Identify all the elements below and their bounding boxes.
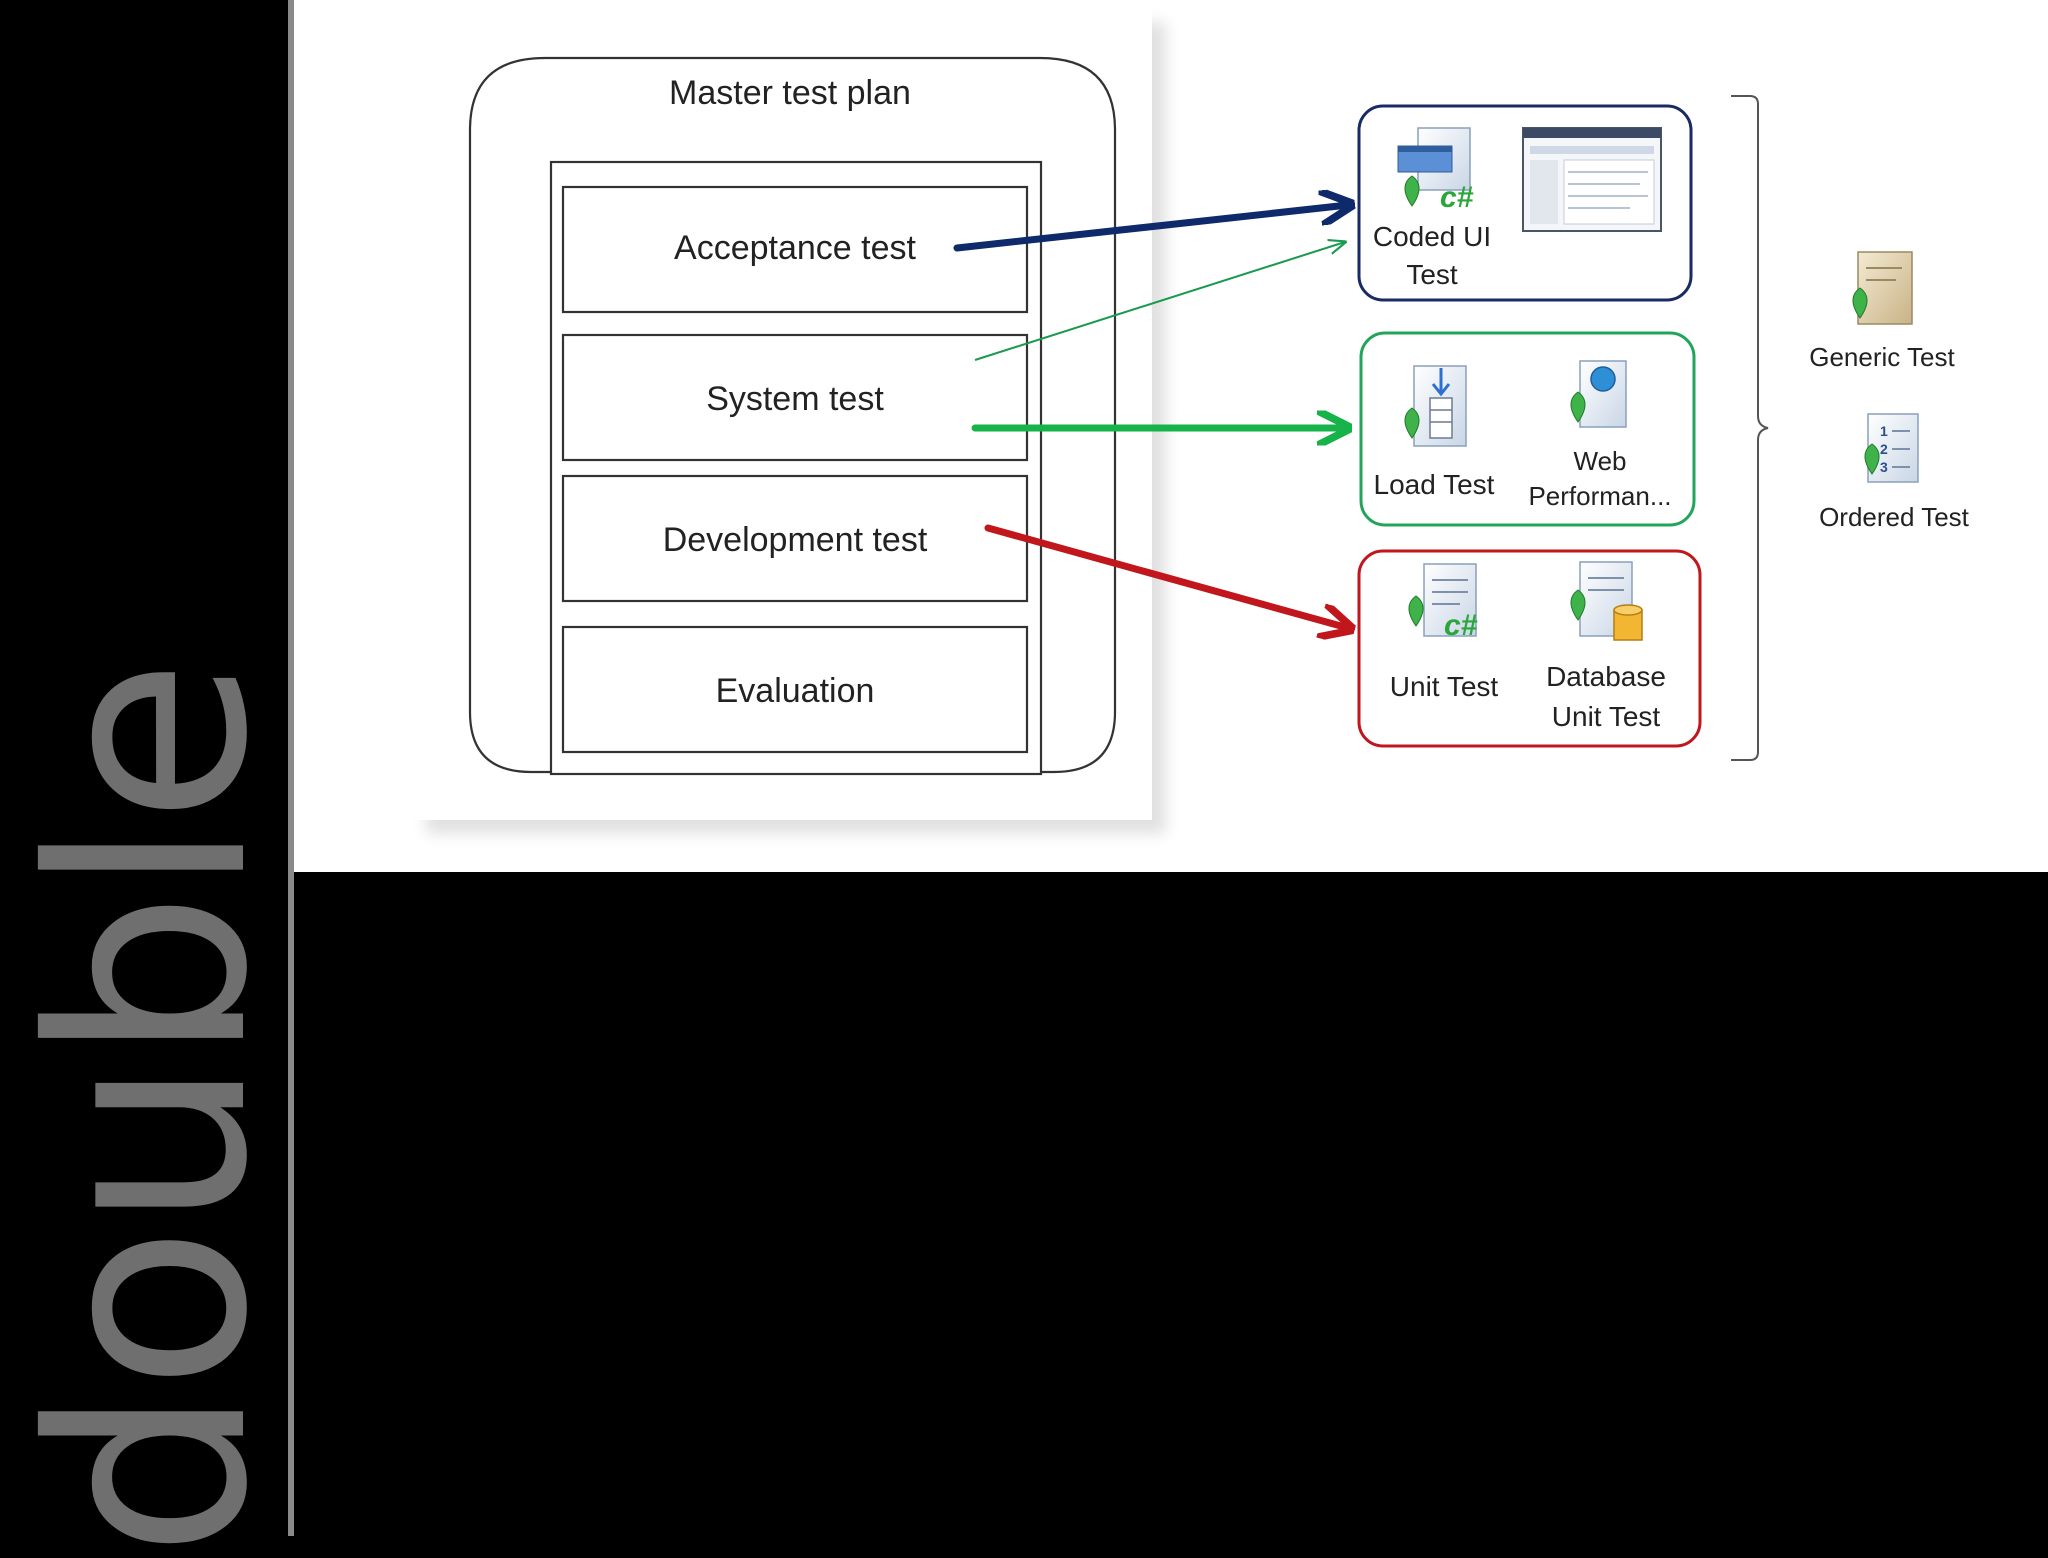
master-plan-title: Master test plan (669, 74, 911, 112)
svg-text:2: 2 (1880, 441, 1888, 457)
coded-ui-label-line1: Coded UI (1373, 221, 1491, 252)
generic-test-label: Generic Test (1809, 342, 1955, 372)
level-evaluation-label: Evaluation (716, 672, 875, 710)
database-unit-test-label-line1: Database (1546, 661, 1666, 692)
level-acceptance: Acceptance test (561, 185, 1029, 314)
unit-test-label: Unit Test (1390, 671, 1499, 702)
ordered-test-icon: 1 2 3 (1864, 413, 1919, 483)
arrow-system-to-ui (974, 242, 1345, 361)
load-test-label: Load Test (1374, 469, 1495, 500)
title-divider (288, 0, 294, 1536)
arrow-acceptance-to-ui (953, 205, 1348, 252)
svg-text:1: 1 (1880, 423, 1888, 439)
level-acceptance-label: Acceptance test (674, 229, 916, 267)
level-evaluation: Evaluation (561, 625, 1029, 754)
web-performance-label-line2: Performan... (1528, 481, 1671, 511)
level-system-label: System test (706, 380, 884, 418)
generic-test-icon (1852, 251, 1913, 325)
database-unit-test-icon (1570, 561, 1643, 641)
svg-text:3: 3 (1880, 459, 1888, 475)
level-system: System test (561, 333, 1029, 462)
coded-ui-test-icon: c# (1397, 127, 1474, 214)
level-development-label: Development test (663, 521, 928, 559)
group-brace (1731, 95, 1769, 761)
coded-ui-label-line2: Test (1406, 259, 1458, 290)
svg-text:c#: c# (1444, 609, 1478, 642)
database-unit-test-label-line2: Unit Test (1552, 701, 1661, 732)
slide-title: double (0, 661, 307, 1558)
title-band: double (0, 0, 307, 1558)
web-performance-label-line1: Web (1574, 446, 1627, 476)
test-plan-diagram: Master test plan Acceptance test System … (468, 56, 1970, 776)
master-plan-frame (468, 56, 1117, 774)
ui-screenshot-thumbnail (1522, 127, 1662, 232)
unit-test-icon: c# (1408, 563, 1478, 642)
load-test-icon (1404, 365, 1467, 447)
web-performance-test-icon (1570, 360, 1627, 428)
plan-levels-container (549, 160, 1043, 776)
arrow-development-to-unit (984, 524, 1348, 628)
svg-text:c#: c# (1440, 181, 1474, 214)
ordered-test-label: Ordered Test (1819, 502, 1970, 532)
level-development: Development test (561, 474, 1029, 603)
